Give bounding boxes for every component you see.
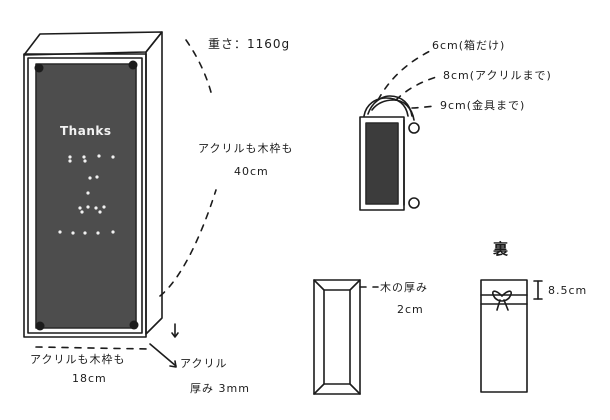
width-label: アクリルも木枠も [30, 353, 126, 366]
ribbon-tails [496, 299, 509, 311]
depth-hardware-label: 9cm(金具まで) [440, 99, 526, 112]
height-value: 40cm [234, 165, 269, 178]
wood-frame [313, 279, 361, 395]
acrylic-arrowhead [169, 360, 177, 368]
acrylic-arrow-line [149, 343, 177, 367]
weight-annotation: 重さ：1160g [208, 37, 291, 51]
wood-outer [313, 279, 361, 395]
dot-pattern [58, 154, 115, 235]
side-view [359, 95, 420, 211]
hinge-bottom [408, 197, 420, 209]
hinge-top [408, 122, 420, 134]
frame-inner [27, 57, 143, 334]
depth-arc-hardware [371, 99, 415, 121]
back-body [480, 279, 528, 393]
depth-acrylic-label: 8cm(アクリルまで) [443, 69, 552, 82]
depth-arc-box [363, 97, 409, 117]
acrylic-thickness: 厚み 3mm [190, 382, 250, 395]
back-height-value: 8.5cm [548, 284, 588, 297]
thickness-arrowhead [171, 332, 179, 338]
back-label: 裏 [493, 240, 510, 258]
back-view [480, 279, 543, 393]
wood-thickness-label: 木の厚み [380, 281, 428, 294]
wood-inner [323, 289, 351, 385]
back-height-ticks [533, 280, 543, 300]
acrylic-panel [35, 63, 137, 329]
corner-screws [34, 60, 139, 331]
ribbon-bow [492, 290, 512, 302]
main-frame [23, 31, 179, 338]
wood-thickness-value: 2cm [397, 303, 424, 316]
wood-bevels [313, 279, 361, 395]
thanks-text: Thanks [60, 124, 112, 138]
frame-top-face [23, 31, 163, 56]
acrylic-label: アクリル [180, 357, 228, 370]
frame-side-face [145, 31, 163, 335]
height-label: アクリルも木枠も [198, 142, 294, 155]
side-inner-panel [365, 122, 399, 205]
frame-outer [23, 53, 147, 338]
depth-box-label: 6cm(箱だけ) [432, 39, 506, 52]
width-value: 18cm [72, 372, 107, 385]
